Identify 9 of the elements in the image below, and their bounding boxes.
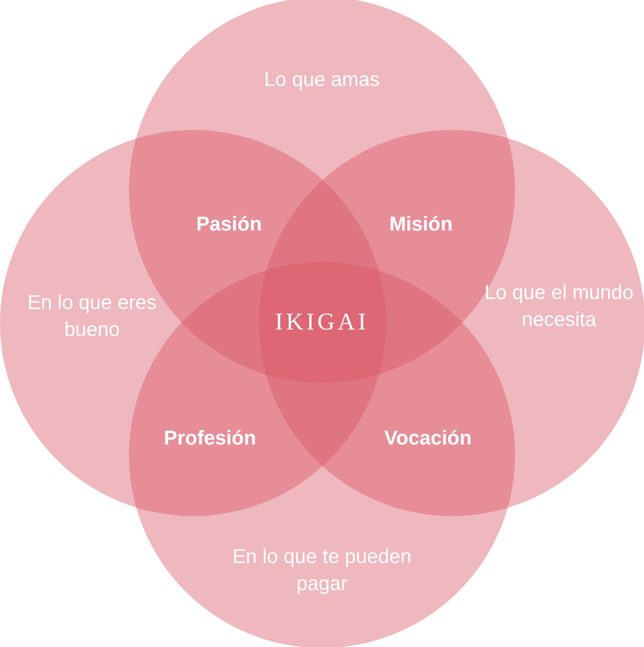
center-title: IKIGAI [275, 310, 369, 336]
circle-label: En lo que eres bueno [26, 291, 158, 343]
circle-label: En lo que te pueden pagar [231, 545, 413, 597]
region-label: Profesión [164, 428, 256, 450]
circle-label: Lo que amas [263, 68, 381, 93]
region-label: Misión [389, 214, 453, 236]
circle-label: Lo que el mundo necesita [484, 281, 634, 333]
region-label: Pasión [196, 214, 262, 236]
region-label: Vocación [384, 428, 472, 450]
